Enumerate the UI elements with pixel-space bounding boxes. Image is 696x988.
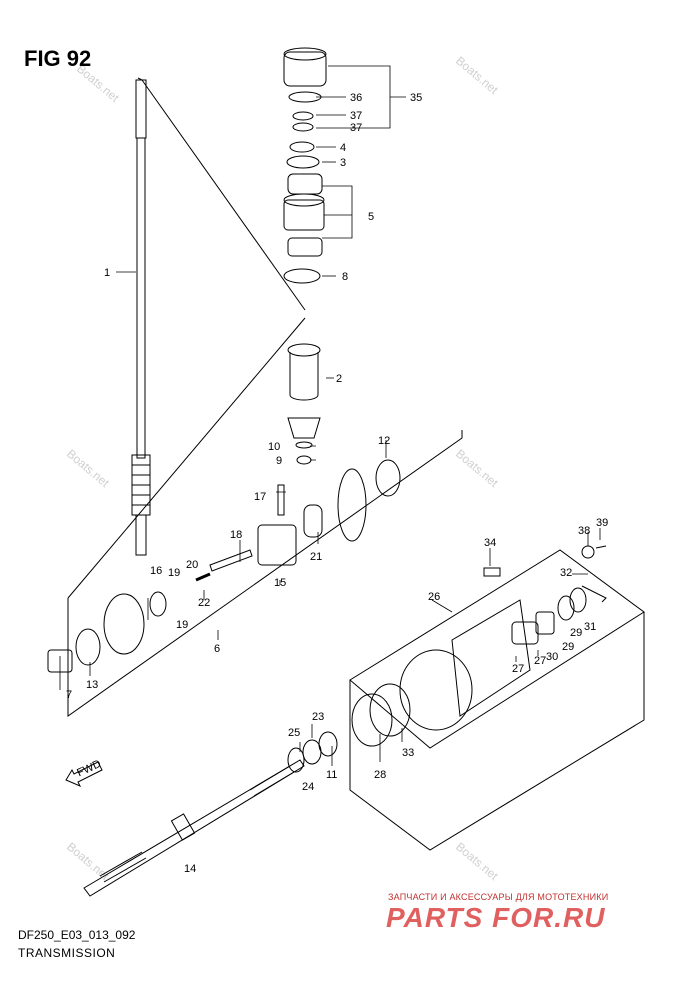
leader-lines: [59, 65, 601, 766]
section-title: TRANSMISSION: [18, 946, 116, 960]
sleeve: [287, 343, 321, 401]
model-code: DF250_E03_013_092: [18, 928, 136, 942]
callout-labels: 1 2 3 4 5 6 7 8 9 10 11 12 13 14 15 16 1…: [66, 92, 608, 875]
callout-4: 4: [340, 142, 346, 154]
callout-8: 8: [342, 271, 348, 283]
callout-37a: 37: [350, 110, 362, 122]
callout-16: 16: [150, 565, 162, 577]
callout-13: 13: [86, 679, 98, 691]
callout-12: 12: [378, 435, 390, 447]
propeller-shaft: [83, 731, 338, 897]
callout-15: 15: [274, 577, 286, 589]
callout-27a: 27: [512, 663, 524, 675]
callout-39: 39: [596, 517, 608, 529]
callout-36: 36: [350, 92, 362, 104]
callout-2: 2: [336, 373, 342, 385]
watermark-3: Boats.net: [64, 447, 112, 491]
watermark-2: Boats.net: [453, 54, 501, 98]
callout-17: 17: [254, 491, 266, 503]
figure-label: FIG 92: [24, 46, 92, 71]
forward-gear: [47, 459, 401, 673]
callout-29a: 29: [570, 627, 582, 639]
callout-38: 38: [578, 525, 590, 537]
watermark-5: Boats.net: [64, 840, 112, 884]
callout-22: 22: [198, 597, 210, 609]
callout-14: 14: [184, 863, 196, 875]
pinion-gear: [287, 417, 321, 465]
watermark-4: Boats.net: [453, 447, 501, 491]
callout-7: 7: [66, 689, 72, 701]
callout-28: 28: [374, 769, 386, 781]
callout-24: 24: [302, 781, 314, 793]
callout-29b: 29: [562, 641, 574, 653]
callout-1: 1: [104, 267, 110, 279]
callout-9: 9: [276, 455, 282, 467]
callout-3: 3: [340, 157, 346, 169]
callout-34: 34: [484, 537, 496, 549]
callout-19b: 19: [176, 619, 188, 631]
fwd-arrow-icon: [65, 761, 103, 787]
bearing-stack: [283, 47, 327, 284]
callout-11: 11: [326, 769, 337, 781]
callout-18: 18: [230, 529, 242, 541]
callout-19a: 19: [168, 567, 180, 579]
callout-32: 32: [560, 567, 572, 579]
callout-37b: 37: [350, 122, 362, 134]
callout-35: 35: [410, 92, 422, 104]
callout-33: 33: [402, 747, 414, 759]
callout-10: 10: [268, 441, 280, 453]
callout-23: 23: [312, 711, 324, 723]
callout-21: 21: [310, 551, 322, 563]
callout-5: 5: [368, 211, 374, 223]
watermarks: Boats.net Boats.net Boats.net Boats.net …: [64, 54, 501, 884]
gear-case-housing: [349, 545, 645, 851]
drive-shaft: [131, 79, 151, 556]
callout-31: 31: [584, 621, 596, 633]
shop-tagline: ЗАПЧАСТИ И АКСЕССУАРЫ ДЛЯ МОТОТЕХНИКИ: [388, 892, 609, 902]
callout-30: 30: [546, 651, 558, 663]
watermark-6: Boats.net: [453, 840, 501, 884]
callout-20: 20: [186, 559, 198, 571]
callout-27b: 27: [534, 655, 546, 667]
callout-25: 25: [288, 727, 300, 739]
callout-26: 26: [428, 591, 440, 603]
callout-6: 6: [214, 643, 220, 655]
shop-brand: PARTS FOR.RU: [386, 902, 606, 933]
